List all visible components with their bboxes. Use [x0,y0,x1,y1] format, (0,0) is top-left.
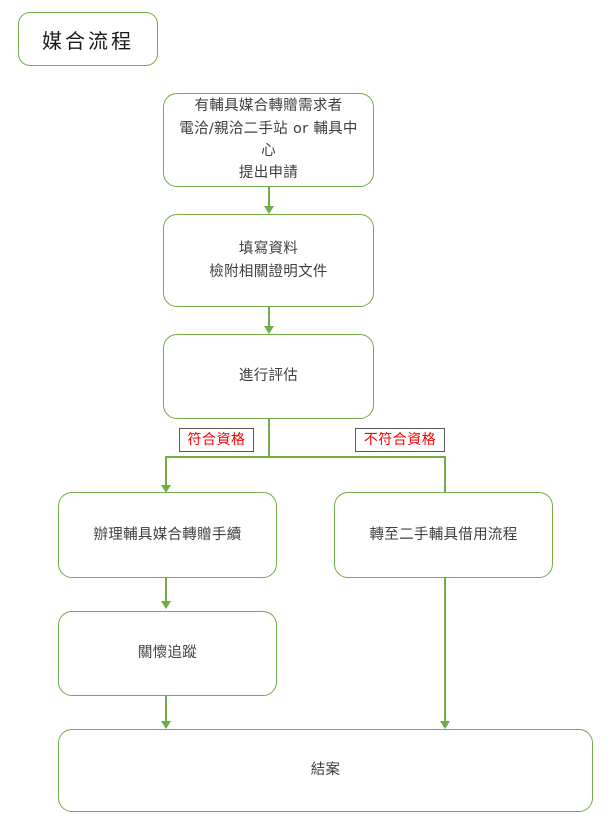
node-fill-form[interactable]: 填寫資料 檢附相關證明文件 [163,214,374,307]
diagram-title-text: 媒合流程 [42,28,134,53]
node-redirect-loan-label: 轉至二手輔具借用流程 [369,526,518,543]
node-assessment-label: 進行評估 [238,368,299,385]
condition-qualified-text: 符合資格 [187,432,246,448]
node-process-transfer[interactable]: 辦理輔具媒合轉贈手續 [58,492,277,578]
connector-transfer-to-followup [165,578,167,603]
arrow-request-to-form [263,206,274,214]
connector-request-to-form [268,187,270,209]
connector-assessment-stem [268,419,270,457]
node-close-case[interactable]: 結案 [58,729,593,812]
node-redirect-loan[interactable]: 轉至二手輔具借用流程 [334,492,553,578]
connector-qualified-branch [165,456,167,488]
connector-not-qualified-branch [444,456,446,492]
connector-followup-to-close [165,696,167,723]
condition-label-qualified: 符合資格 [179,428,254,452]
diagram-title-box: 媒合流程 [18,12,158,66]
arrow-form-to-assessment [263,326,274,334]
arrow-redirect-to-close [439,721,450,729]
connector-redirect-to-close [444,578,446,723]
node-assessment[interactable]: 進行評估 [163,334,374,419]
node-process-transfer-label: 辦理輔具媒合轉贈手續 [93,526,242,543]
node-follow-up-label: 關懷追蹤 [137,645,198,662]
condition-label-not-qualified: 不符合資格 [355,428,445,452]
arrow-followup-to-close [160,721,171,729]
condition-not-qualified-text: 不符合資格 [363,432,437,448]
connector-split-bar [165,456,445,458]
node-request[interactable]: 有輔具媒合轉贈需求者 電洽/親洽二手站 or 輔具中心 提出申請 [163,93,374,187]
node-fill-form-label: 填寫資料 檢附相關證明文件 [209,241,328,280]
node-close-case-label: 結案 [310,762,341,779]
node-follow-up[interactable]: 關懷追蹤 [58,611,277,696]
arrow-qualified-branch [160,485,171,493]
connector-form-to-assessment [268,307,270,329]
node-request-label: 有輔具媒合轉贈需求者 電洽/親洽二手站 or 輔具中心 提出申請 [179,98,358,182]
arrow-transfer-to-followup [160,601,171,609]
